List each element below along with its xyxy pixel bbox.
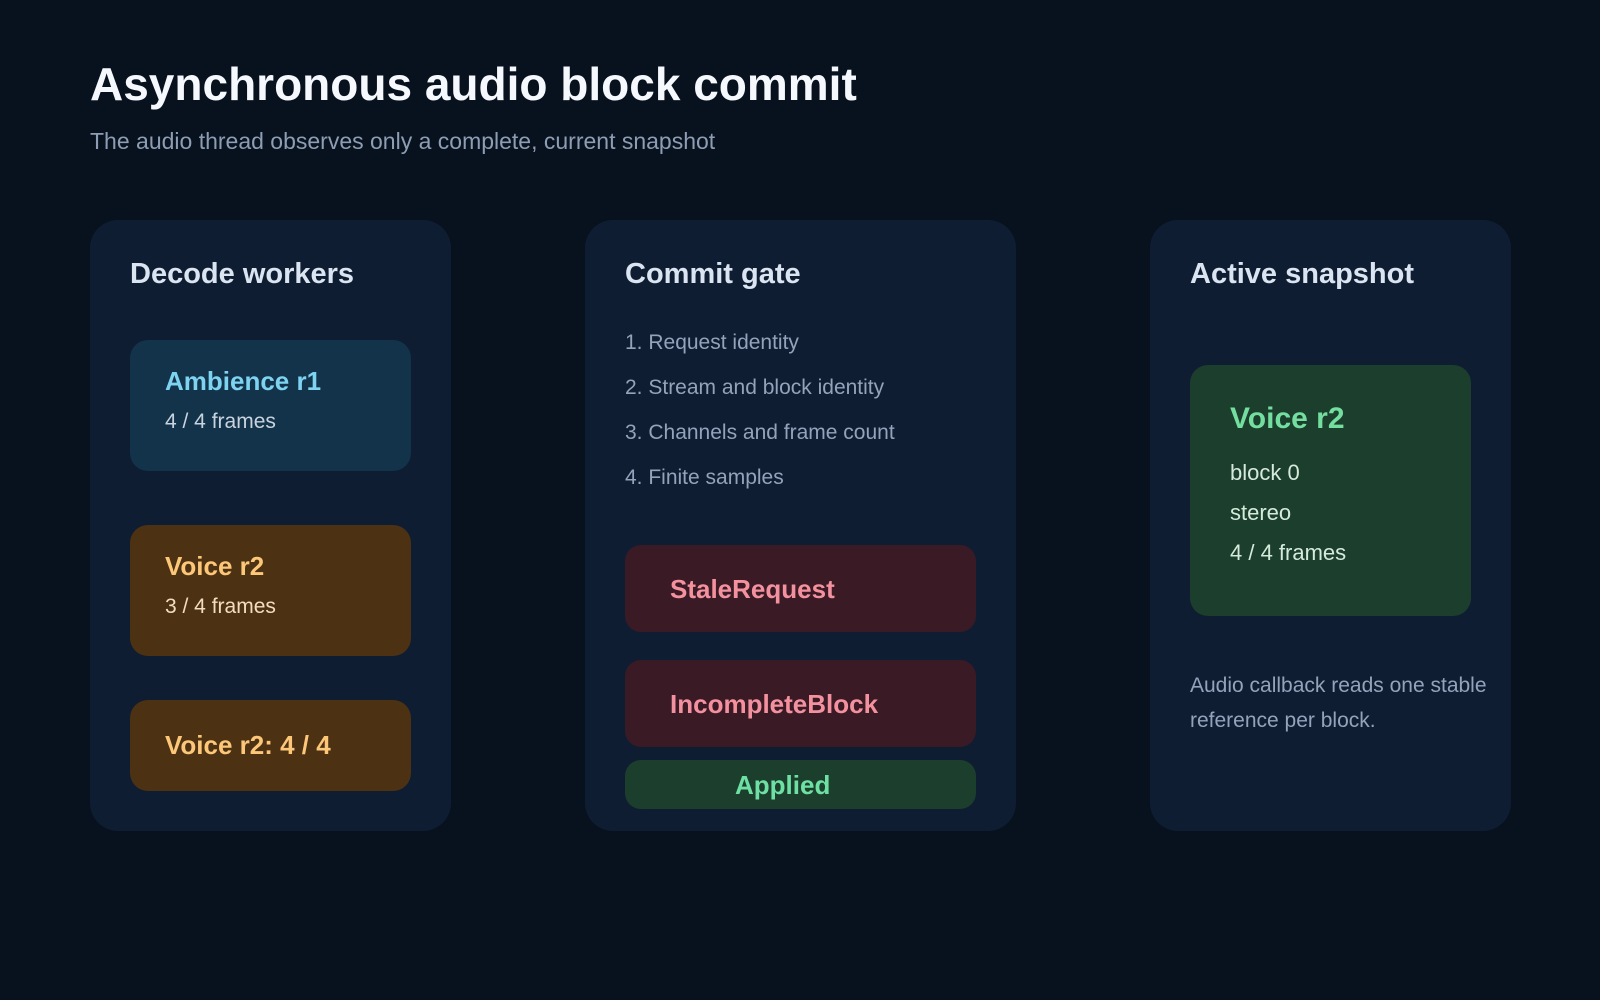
worker-card-frames: 4 / 4 frames — [165, 410, 276, 433]
outcome-label: IncompleteBlock — [670, 689, 879, 719]
snapshot-block: block 0 — [1230, 460, 1300, 485]
worker-card-voice-r2-complete: Voice r2: 4 / 4 — [130, 700, 411, 791]
outcome-label: StaleRequest — [670, 574, 835, 604]
snapshot-card-voice-r2: Voice r2 block 0 stereo 4 / 4 frames — [1190, 365, 1471, 616]
gate-step-2: 2. Stream and block identity — [625, 376, 885, 399]
gate-step-3: 3. Channels and frame count — [625, 421, 895, 444]
worker-card-voice-r2: Voice r2 3 / 4 frames — [130, 525, 411, 656]
page-title: Asynchronous audio block commit — [90, 58, 857, 110]
worker-card-title: Voice r2 — [165, 551, 265, 581]
worker-card-title: Ambience r1 — [165, 366, 322, 396]
decode-workers-panel: Decode workers Ambience r1 4 / 4 frames … — [90, 220, 451, 831]
snapshot-note: Audio callback reads one stable referenc… — [1190, 674, 1487, 732]
commit-gate-panel: Commit gate 1. Request identity 2. Strea… — [585, 220, 1016, 831]
worker-card-ambience-r1: Ambience r1 4 / 4 frames — [130, 340, 411, 471]
page-subtitle: The audio thread observes only a complet… — [90, 128, 716, 154]
active-snapshot-title: Active snapshot — [1190, 258, 1414, 290]
snapshot-card-title: Voice r2 — [1230, 402, 1345, 435]
gate-step-4: 4. Finite samples — [625, 466, 784, 489]
outcome-applied: Applied — [625, 760, 976, 809]
outcome-incomplete-block: IncompleteBlock — [625, 660, 976, 747]
snapshot-channels: stereo — [1230, 500, 1292, 525]
snapshot-frames: 4 / 4 frames — [1230, 540, 1347, 565]
outcome-label: Applied — [735, 770, 831, 800]
decode-workers-title: Decode workers — [130, 258, 355, 290]
worker-card-title: Voice r2: 4 / 4 — [165, 730, 331, 760]
commit-gate-title: Commit gate — [625, 258, 801, 290]
active-snapshot-panel: Active snapshot Voice r2 block 0 stereo … — [1150, 220, 1511, 831]
gate-step-1: 1. Request identity — [625, 331, 799, 354]
outcome-stale-request: StaleRequest — [625, 545, 976, 632]
worker-card-frames: 3 / 4 frames — [165, 595, 276, 618]
